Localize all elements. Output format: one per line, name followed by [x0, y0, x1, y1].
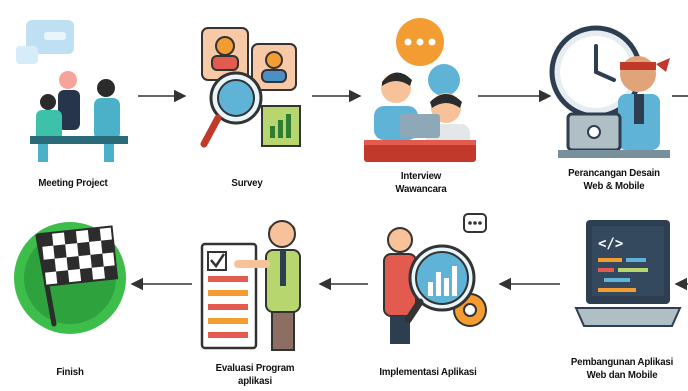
finish-flag-icon: [14, 222, 126, 334]
implementation-analytics-icon: [383, 213, 487, 344]
step-label-evaluasi-program: Evaluasi Program aplikasi: [201, 362, 310, 388]
label-line: Survey: [231, 177, 263, 189]
step-label-meeting-project: Meeting Project: [13, 177, 133, 190]
step-label-survey: Survey: [196, 177, 297, 190]
step-label-implementasi-aplikasi: Implementasi Aplikasi: [365, 366, 490, 379]
step-label-pembangunan-aplikasi: Pembangunan Aplikasi Web dan Mobile: [561, 356, 682, 382]
label-line: Evaluasi Program: [215, 362, 295, 374]
designer-clock-icon: [549, 25, 670, 158]
label-line: Pembangunan Aplikasi: [570, 356, 674, 368]
step-label-perancangan-desain: Perancangan Desain Web & Mobile: [553, 167, 674, 193]
survey-magnifier-icon: [200, 27, 301, 148]
label-line: Wawancara: [395, 183, 447, 195]
label-line: Implementasi Aplikasi: [379, 366, 477, 378]
interview-chat-icon: [364, 18, 476, 162]
label-line: Web & Mobile: [583, 180, 645, 192]
label-line: aplikasi: [238, 375, 272, 387]
meeting-people-icon: [16, 20, 128, 162]
step-label-interview: Interview Wawancara: [365, 170, 477, 196]
svg-text:</>: </>: [598, 236, 623, 252]
label-line: Perancangan Desain: [568, 167, 660, 179]
label-line: Web dan Mobile: [586, 369, 658, 381]
label-line: Meeting Project: [38, 177, 108, 189]
laptop-code-icon: </>: [574, 220, 682, 327]
label-line: Interview: [400, 170, 442, 182]
evaluation-checklist-icon: [200, 220, 301, 351]
label-line: Finish: [56, 366, 84, 378]
step-label-finish: Finish: [15, 366, 125, 379]
